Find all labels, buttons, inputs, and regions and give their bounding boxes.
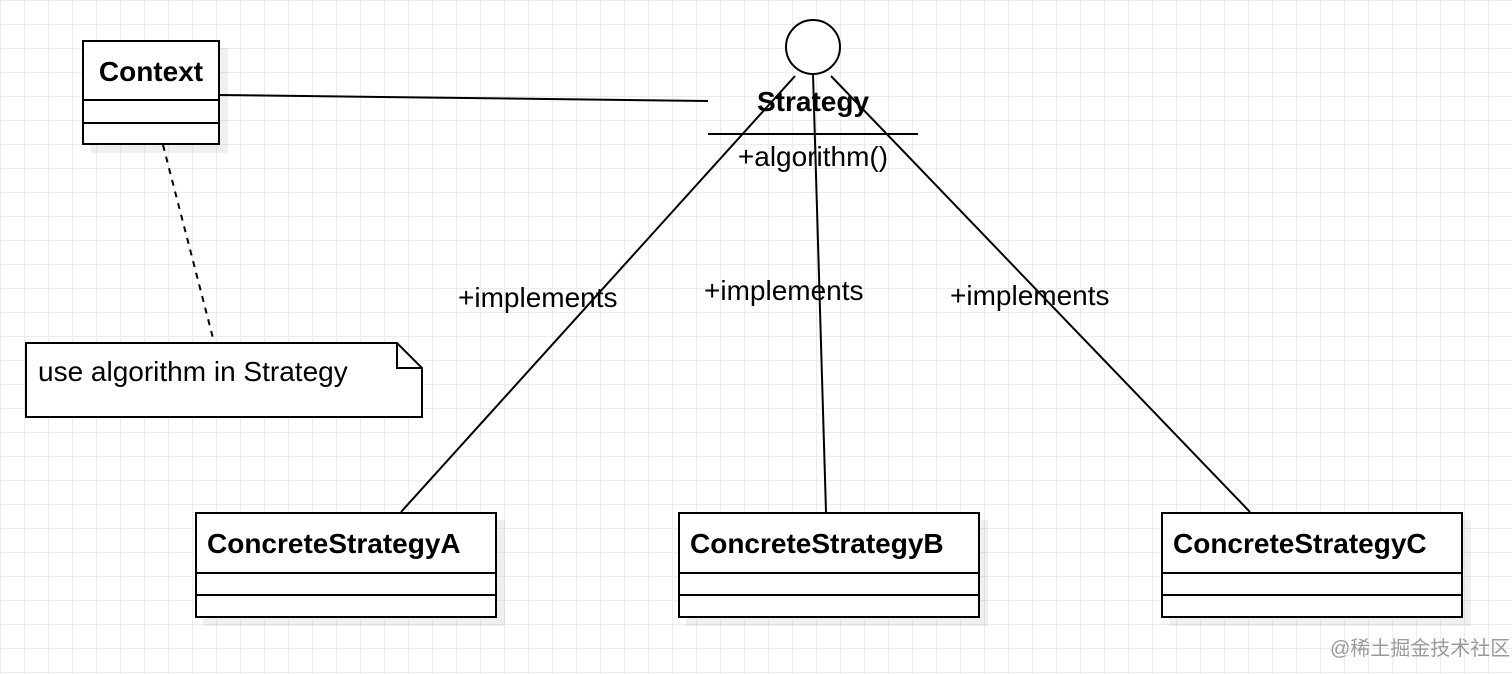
- class-context-operations: [84, 124, 218, 147]
- class-concrete-strategy-b-attributes: [680, 574, 978, 596]
- association-line-context-strategy: [219, 94, 709, 102]
- class-context-attributes: [84, 101, 218, 124]
- class-concrete-strategy-c-name: ConcreteStrategyC: [1163, 514, 1461, 574]
- class-concrete-strategy-a-operations: [197, 596, 495, 618]
- class-concrete-strategy-c-attributes: [1163, 574, 1461, 596]
- class-context-name: Context: [84, 42, 218, 101]
- note-text: use algorithm in Strategy: [38, 356, 348, 387]
- watermark: @稀土掘金技术社区: [1330, 638, 1511, 660]
- class-concrete-strategy-c[interactable]: ConcreteStrategyC: [1161, 512, 1463, 618]
- class-concrete-strategy-a[interactable]: ConcreteStrategyA: [195, 512, 497, 618]
- class-concrete-strategy-b[interactable]: ConcreteStrategyB: [678, 512, 980, 618]
- class-concrete-strategy-a-name: ConcreteStrategyA: [197, 514, 495, 574]
- interface-strategy-name[interactable]: Strategy: [756, 86, 870, 117]
- edge-label-implements-a: +implements: [458, 282, 618, 313]
- class-concrete-strategy-b-name: ConcreteStrategyB: [680, 514, 978, 574]
- note-shape: [25, 342, 423, 418]
- note-use-algorithm[interactable]: use algorithm in Strategy: [25, 342, 423, 418]
- class-concrete-strategy-c-operations: [1163, 596, 1461, 618]
- realization-line-c: [830, 75, 1251, 513]
- realization-line-b: [812, 73, 827, 513]
- class-concrete-strategy-a-attributes: [197, 574, 495, 596]
- note-anchor-dashed-line: [162, 144, 215, 343]
- interface-strategy-operation: +algorithm(): [737, 141, 889, 172]
- edge-label-implements-b: +implements: [704, 275, 864, 306]
- class-context[interactable]: Context: [82, 40, 220, 145]
- edge-label-implements-c: +implements: [950, 280, 1110, 311]
- class-concrete-strategy-b-operations: [680, 596, 978, 618]
- realization-line-a: [400, 75, 796, 513]
- interface-lollipop-circle: [785, 19, 841, 75]
